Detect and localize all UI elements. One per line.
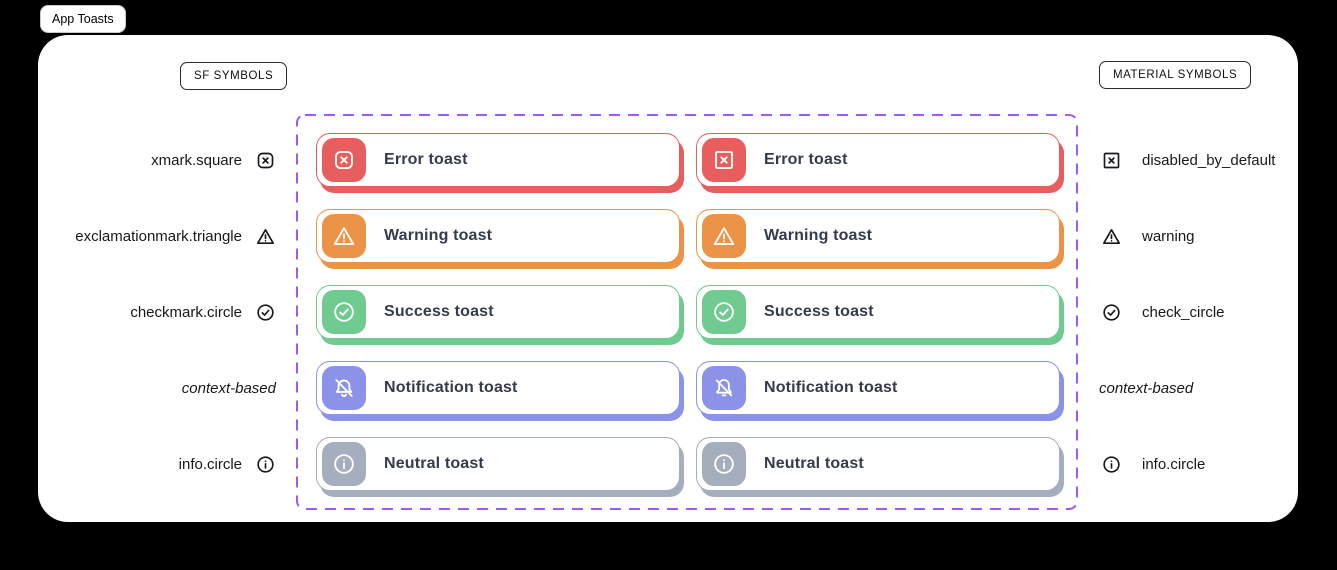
- square-xmark-icon: [1101, 150, 1122, 171]
- material-row-disabled-by-default: disabled_by_default: [1101, 147, 1275, 173]
- material-label: warning: [1142, 227, 1195, 245]
- material-label-context-based: context-based: [1099, 379, 1194, 397]
- neutral-badge: [702, 442, 746, 486]
- notifications-off-icon: [715, 379, 733, 397]
- material-label: disabled_by_default: [1142, 151, 1276, 169]
- sf-symbols-header: SF SYMBOLS: [180, 62, 288, 90]
- sf-row-checkmark-circle: checkmark.circle: [38, 299, 276, 325]
- success-toast-sf[interactable]: Success toast: [316, 285, 680, 339]
- warning-toast-material[interactable]: Warning toast: [696, 209, 1060, 263]
- circle-checkmark-icon: [255, 302, 276, 323]
- material-row-info-circle: info.circle: [1101, 451, 1205, 477]
- toast-label: Error toast: [384, 151, 468, 168]
- toast-label: Error toast: [764, 151, 848, 168]
- sf-label: checkmark.circle: [130, 303, 242, 321]
- sf-row-xmark-square: xmark.square: [38, 147, 276, 173]
- success-toast-material[interactable]: Success toast: [696, 285, 1060, 339]
- warning-badge: [322, 214, 366, 258]
- sf-label: xmark.square: [151, 151, 242, 169]
- bell-slash-icon: [335, 379, 353, 397]
- error-toast-sf[interactable]: Error toast: [316, 133, 680, 187]
- sf-label: info.circle: [178, 455, 242, 473]
- circle-checkmark-icon: [714, 302, 734, 322]
- xmark-square-icon: [335, 151, 353, 169]
- toast-label: Warning toast: [764, 227, 873, 244]
- toast-label: Notification toast: [384, 379, 518, 396]
- notification-toast-material[interactable]: Notification toast: [696, 361, 1060, 415]
- material-row-check-circle: check_circle: [1101, 299, 1225, 325]
- error-toast-material[interactable]: Error toast: [696, 133, 1060, 187]
- sf-row-info-circle: info.circle: [38, 451, 276, 477]
- sf-row-exclamationmark-triangle: exclamationmark.triangle: [38, 223, 276, 249]
- success-badge: [702, 290, 746, 334]
- material-label: check_circle: [1142, 303, 1225, 321]
- neutral-toast-material[interactable]: Neutral toast: [696, 437, 1060, 491]
- circle-info-icon: [255, 454, 276, 475]
- circle-info-icon: [714, 454, 734, 474]
- main-card: SF SYMBOLS MATERIAL SYMBOLS xmark.square…: [38, 35, 1298, 522]
- app-toasts-chip[interactable]: App Toasts: [40, 5, 126, 33]
- circle-info-icon: [1101, 454, 1122, 475]
- sf-label-context-based: context-based: [181, 379, 276, 397]
- notification-toast-sf[interactable]: Notification toast: [316, 361, 680, 415]
- material-symbols-header: MATERIAL SYMBOLS: [1099, 61, 1252, 89]
- success-badge: [322, 290, 366, 334]
- notification-badge: [322, 366, 366, 410]
- toast-panel: Error toast Error toast Warning toast Wa…: [296, 114, 1078, 510]
- triangle-exclamation-icon: [713, 227, 735, 245]
- neutral-toast-sf[interactable]: Neutral toast: [316, 437, 680, 491]
- toast-label: Success toast: [384, 303, 494, 320]
- sf-row-context-based: context-based: [38, 375, 276, 401]
- material-label: info.circle: [1142, 455, 1206, 473]
- circle-checkmark-icon: [1101, 302, 1122, 323]
- notifications-off-icon-badge: [702, 366, 746, 410]
- sf-label: exclamationmark.triangle: [75, 227, 242, 245]
- warning-toast-sf[interactable]: Warning toast: [316, 209, 680, 263]
- neutral-badge: [322, 442, 366, 486]
- warning-badge: [702, 214, 746, 258]
- triangle-exclamation-icon: [255, 226, 276, 247]
- error-badge: [322, 138, 366, 182]
- material-row-context-based: context-based: [1099, 375, 1193, 401]
- xmark-square-icon: [255, 150, 276, 171]
- square-xmark-icon: [715, 151, 733, 169]
- toast-label: Neutral toast: [764, 455, 864, 472]
- toast-label: Neutral toast: [384, 455, 484, 472]
- toast-label: Notification toast: [764, 379, 898, 396]
- triangle-exclamation-icon: [333, 227, 355, 245]
- toast-label: Warning toast: [384, 227, 493, 244]
- circle-info-icon: [334, 454, 354, 474]
- error-badge: [702, 138, 746, 182]
- triangle-exclamation-icon: [1101, 226, 1122, 247]
- toast-label: Success toast: [764, 303, 874, 320]
- material-row-warning: warning: [1101, 223, 1195, 249]
- circle-checkmark-icon: [334, 302, 354, 322]
